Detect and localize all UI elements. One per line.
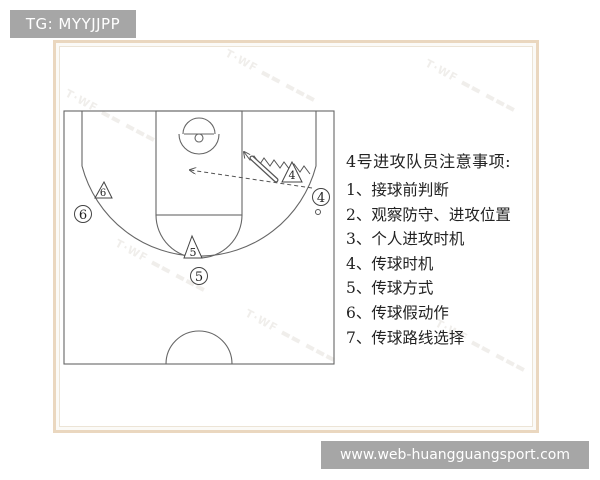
- defender-5: 5: [183, 234, 203, 259]
- attacker-5: 5: [190, 267, 208, 285]
- attacker-6: 6: [74, 205, 92, 223]
- notes-item: 5、传球方式: [346, 279, 434, 298]
- attacker-5-label: 5: [195, 270, 203, 285]
- attacker-6-label: 6: [79, 208, 87, 223]
- telegram-badge: TG: MYYJJPP: [10, 10, 136, 38]
- screen-bar-inner: [250, 156, 278, 182]
- notes-item: 3、个人进攻时机: [346, 230, 465, 249]
- action-lines: [190, 152, 321, 215]
- basket-ring: [194, 133, 204, 143]
- defender-4-label: 4: [289, 169, 296, 182]
- free-throw-lane: [155, 110, 243, 216]
- ball-marker: [315, 209, 321, 215]
- notes-title: 4号进攻队员注意事项:: [346, 152, 512, 171]
- defender-6-label: 6: [100, 188, 106, 199]
- attacker-4-label: 4: [317, 191, 325, 206]
- court-boundary: [63, 110, 335, 365]
- notes-list: 1、接球前判断 2、观察防守、进攻位置 3、个人进攻时机 4、传球时机 5、传球…: [346, 178, 546, 350]
- notes-item: 1、接球前判断: [346, 181, 449, 199]
- notes-item: 2、观察防守、进攻位置: [346, 205, 511, 224]
- attack-notes-panel: 4号进攻队员注意事项: 1、接球前判断 2、观察防守、进攻位置 3、个人进攻时机…: [346, 148, 546, 350]
- dribble-line: [244, 152, 311, 175]
- website-badge: www.web-huangguangsport.com: [321, 441, 589, 469]
- defender-4: 4: [281, 160, 303, 183]
- defender-5-label: 5: [190, 246, 197, 259]
- restricted-arc: [178, 133, 220, 155]
- notes-item: 6、传球假动作: [346, 303, 449, 322]
- attacker-4: 4: [312, 188, 330, 206]
- notes-item: 4、传球时机: [346, 254, 434, 273]
- center-circle: [165, 330, 233, 365]
- notes-item: 7、传球路线选择: [346, 328, 465, 347]
- restricted-arc-top: [182, 117, 216, 135]
- defender-6: 6: [94, 180, 113, 199]
